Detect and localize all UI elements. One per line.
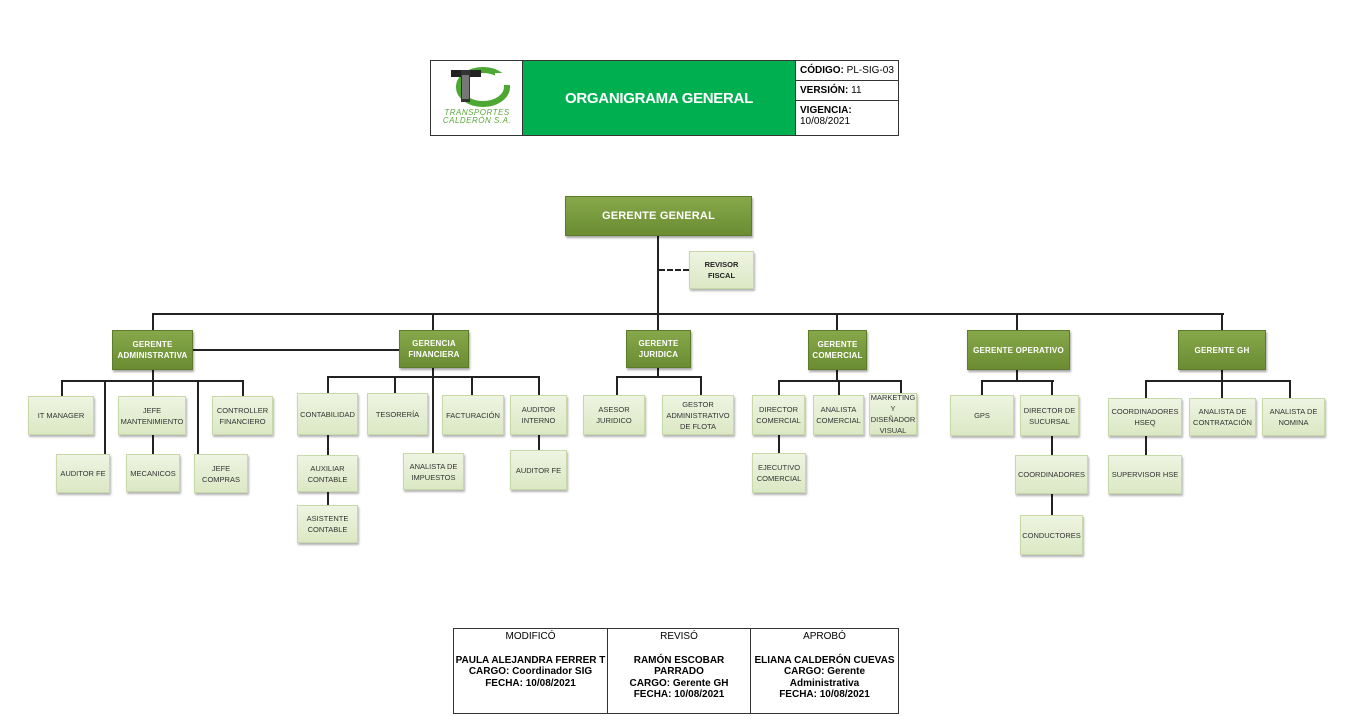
node-auditor-interno[interactable]: AUDITOR INTERNO bbox=[510, 395, 567, 435]
aprobo-column: APROBÓ ELIANA CALDERÓN CUEVAS CARGO: Ger… bbox=[754, 631, 895, 700]
connector bbox=[1016, 370, 1018, 382]
node-jefe-compras[interactable]: JEFE COMPRAS bbox=[194, 454, 248, 493]
connector bbox=[193, 349, 399, 351]
company-logo: TRANSPORTES CALDERÓN S.A. bbox=[431, 61, 523, 135]
node-it-manager[interactable]: IT MANAGER bbox=[28, 396, 94, 435]
node-asesor-juridico[interactable]: ASESOR JURIDICO bbox=[583, 395, 645, 435]
connector bbox=[1051, 436, 1053, 455]
codigo-field: CÓDIGO: PL-SIG-03 bbox=[796, 61, 898, 81]
node-gerente-administrativa[interactable]: GERENTE ADMINISTRATIVA bbox=[112, 330, 193, 370]
connector bbox=[657, 236, 659, 315]
connector bbox=[61, 380, 63, 396]
connector bbox=[432, 376, 434, 453]
node-auxiliar-contable[interactable]: AUXILIAR CONTABLE bbox=[297, 455, 358, 492]
node-jefe-mantenimiento[interactable]: JEFE MANTENIMIENTO bbox=[118, 396, 186, 435]
connector bbox=[1051, 380, 1053, 395]
node-gps[interactable]: GPS bbox=[950, 395, 1014, 436]
connector bbox=[152, 380, 154, 396]
node-facturacion[interactable]: FACTURACIÓN bbox=[442, 395, 504, 435]
connector bbox=[327, 435, 329, 455]
connector bbox=[1145, 380, 1147, 398]
node-analista-contratacion[interactable]: ANALISTA DE CONTRATACIÓN bbox=[1189, 398, 1256, 436]
connector bbox=[1221, 313, 1223, 330]
connector bbox=[327, 376, 329, 393]
node-director-comercial[interactable]: DIRECTOR COMERCIAL bbox=[752, 395, 805, 435]
connector bbox=[616, 376, 618, 395]
node-director-sucursal[interactable]: DIRECTOR DE SUCURSAL bbox=[1020, 395, 1079, 436]
connector bbox=[836, 313, 838, 330]
node-gestor-administrativo-flota[interactable]: GESTOR ADMINISTRATIVO DE FLOTA bbox=[662, 395, 734, 435]
node-coordinadores[interactable]: COORDINADORES bbox=[1015, 455, 1088, 494]
connector bbox=[152, 435, 154, 454]
node-gerente-general[interactable]: GERENTE GENERAL bbox=[565, 196, 752, 236]
node-marketing-disenador[interactable]: MARKETING Y DISEÑADOR VISUAL bbox=[869, 393, 917, 435]
connector bbox=[394, 376, 396, 393]
document-header: TRANSPORTES CALDERÓN S.A. ORGANIGRAMA GE… bbox=[430, 60, 899, 136]
node-asistente-contable[interactable]: ASISTENTE CONTABLE bbox=[297, 505, 358, 543]
connector bbox=[1016, 313, 1018, 330]
node-auditor-fe-admin[interactable]: AUDITOR FE bbox=[56, 454, 110, 493]
node-gerente-juridica[interactable]: GERENTE JURIDICA bbox=[626, 330, 691, 368]
connector bbox=[981, 380, 983, 395]
node-supervisor-hse[interactable]: SUPERVISOR HSE bbox=[1108, 455, 1182, 494]
node-contabilidad[interactable]: CONTABILIDAD bbox=[297, 393, 358, 435]
connector bbox=[242, 380, 244, 396]
connector bbox=[616, 376, 702, 378]
node-analista-impuestos[interactable]: ANALISTA DE IMPUESTOS bbox=[403, 453, 464, 490]
connector bbox=[152, 313, 1224, 315]
connector bbox=[1145, 436, 1147, 455]
connector bbox=[327, 492, 329, 505]
connector bbox=[432, 313, 434, 330]
connector bbox=[778, 380, 902, 382]
node-conductores[interactable]: CONDUCTORES bbox=[1020, 515, 1083, 555]
connector bbox=[152, 370, 154, 382]
vigencia-field: VIGENCIA:10/08/2021 bbox=[800, 105, 852, 127]
connector bbox=[432, 368, 434, 378]
dashed-connector bbox=[659, 269, 689, 271]
company-name: TRANSPORTES CALDERÓN S.A. bbox=[442, 108, 512, 125]
connector bbox=[1221, 370, 1223, 382]
version-field: VERSIÓN: 11 bbox=[796, 81, 898, 101]
connector bbox=[197, 380, 199, 454]
node-gerencia-financiera[interactable]: GERENCIA FINANCIERA bbox=[399, 330, 469, 368]
connector bbox=[538, 376, 540, 395]
connector bbox=[836, 370, 838, 382]
connector bbox=[981, 380, 1054, 382]
connector bbox=[1051, 494, 1053, 515]
connector bbox=[657, 313, 659, 330]
connector bbox=[778, 380, 780, 395]
node-coordinadores-hseq[interactable]: COORDINADORES HSEQ bbox=[1108, 398, 1182, 436]
approval-table: MODIFICÓ PAULA ALEJANDRA FERRER T CARGO:… bbox=[453, 628, 899, 714]
modifico-column: MODIFICÓ PAULA ALEJANDRA FERRER T CARGO:… bbox=[454, 629, 608, 713]
connector bbox=[1221, 380, 1223, 398]
connector bbox=[778, 435, 780, 453]
node-tesoreria[interactable]: TESORERÍA bbox=[367, 393, 428, 435]
node-gerente-operativo[interactable]: GERENTE OPERATIVO bbox=[967, 330, 1070, 370]
connector bbox=[471, 376, 473, 395]
connector bbox=[538, 435, 540, 450]
reviso-column: REVISÓ RAMÓN ESCOBAR PARRADO CARGO: Gere… bbox=[608, 629, 751, 713]
node-analista-comercial[interactable]: ANALISTA COMERCIAL bbox=[813, 395, 864, 435]
connector bbox=[104, 380, 106, 454]
tc-logo-icon bbox=[451, 67, 513, 107]
connector bbox=[152, 313, 154, 330]
node-gerente-gh[interactable]: GERENTE GH bbox=[1178, 330, 1266, 370]
node-controller-financiero[interactable]: CONTROLLER FINANCIERO bbox=[212, 396, 273, 435]
node-revisor-fiscal[interactable]: REVISOR FISCAL bbox=[689, 251, 754, 289]
node-analista-nomina[interactable]: ANALISTA DE NOMINA bbox=[1262, 398, 1325, 436]
connector bbox=[657, 368, 659, 378]
node-gerente-comercial[interactable]: GERENTE COMERCIAL bbox=[808, 330, 867, 370]
node-mecanicos[interactable]: MECANICOS bbox=[126, 454, 180, 492]
node-ejecutivo-comercial[interactable]: EJECUTIVO COMERCIAL bbox=[752, 453, 806, 493]
node-auditor-fe-fin[interactable]: AUDITOR FE bbox=[510, 450, 567, 490]
connector bbox=[900, 380, 902, 393]
connector bbox=[700, 376, 702, 395]
document-title: ORGANIGRAMA GENERAL bbox=[523, 61, 796, 135]
connector bbox=[1289, 380, 1291, 398]
connector bbox=[1145, 380, 1291, 382]
connector bbox=[838, 380, 840, 395]
